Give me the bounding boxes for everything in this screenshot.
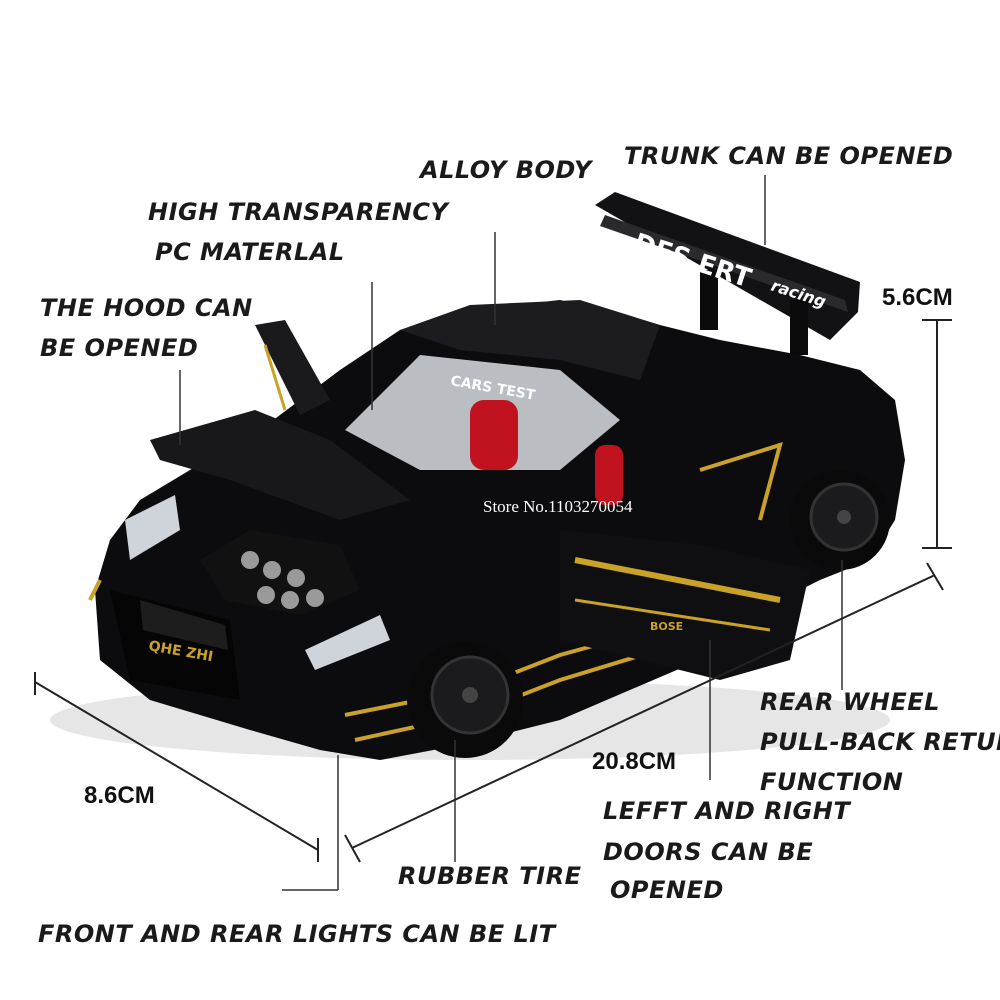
- headlight-right: [305, 615, 390, 670]
- front-wheel: [407, 642, 523, 758]
- store-watermark: Store No.1103270054: [483, 497, 633, 516]
- front-fascia: QHE ZHI: [110, 495, 390, 700]
- dimension-width-label: 8.6CM: [84, 782, 155, 809]
- label-rear-wheel-line3: FUNCTION: [760, 768, 904, 796]
- red-seat: [470, 400, 518, 470]
- rear-spoiler: DES ERT racing: [595, 192, 860, 355]
- label-doors-line1: LEFFT AND RIGHT: [603, 797, 851, 825]
- label-hood-line2: BE OPENED: [40, 334, 199, 362]
- rear-wheel: [790, 470, 890, 570]
- dimension-length: [344, 562, 944, 863]
- label-alloy-body: ALLOY BODY: [420, 156, 592, 184]
- label-rear-wheel-line1: REAR WHEEL: [760, 688, 940, 716]
- dimension-height: [922, 319, 952, 549]
- label-doors-line2: DOORS CAN BE: [603, 838, 814, 866]
- open-hood: [150, 320, 410, 520]
- dimension-height-label: 5.6CM: [882, 284, 953, 311]
- label-rubber-tire: RUBBER TIRE: [398, 862, 582, 890]
- dimension-width: [34, 672, 319, 862]
- label-doors-line3: OPENED: [610, 876, 724, 904]
- callout-lines: [179, 175, 843, 891]
- headlight-left: [125, 495, 180, 560]
- open-door: BOSE: [560, 530, 810, 680]
- label-transparency-line2: PC MATERLAL: [155, 238, 345, 266]
- label-transparency-line1: HIGH TRANSPARENCY: [148, 198, 449, 226]
- engine-bay: [200, 530, 360, 615]
- door-text: BOSE: [650, 620, 683, 633]
- label-hood-line1: THE HOOD CAN: [40, 294, 253, 322]
- label-lights: FRONT AND REAR LIGHTS CAN BE LIT: [38, 920, 556, 948]
- label-rear-wheel-line2: PULL-BACK RETURN: [760, 728, 1000, 756]
- dimension-length-label: 20.8CM: [592, 748, 677, 775]
- label-trunk: TRUNK CAN BE OPENED: [624, 142, 954, 170]
